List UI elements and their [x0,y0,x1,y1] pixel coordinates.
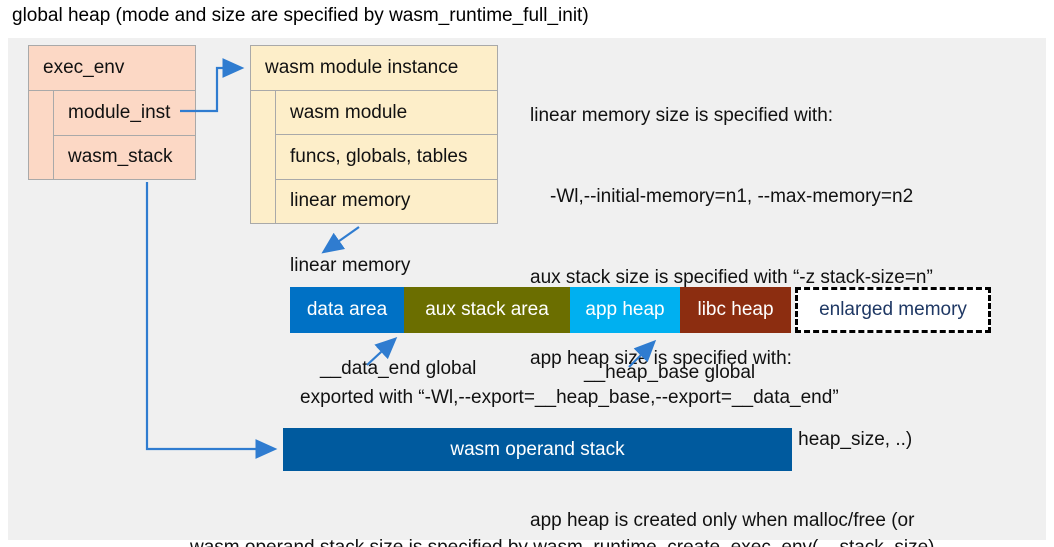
exec-env-indent [29,91,54,179]
wasm-module-instance-box: wasm module instance wasm module funcs, … [250,45,498,224]
note-line: linear memory size is specified with: [530,105,834,126]
wasm-module-instance-indent [251,91,276,223]
segment-data-area: data area [290,287,404,333]
exec-env-box: exec_env module_inst wasm_stack [28,45,196,180]
note-line: aux stack size is specified with “-z sta… [530,267,933,288]
module-row-funcs-globals-tables: funcs, globals, tables [276,135,497,180]
segment-libc-heap: libc heap [680,287,791,333]
exec-env-header: exec_env [29,46,195,91]
wasm-operand-stack-label: wasm operand stack [450,438,625,460]
segment-label: libc heap [697,299,774,320]
note-line: wasm operand stack size is specified by … [190,534,935,547]
segment-aux-stack-area: aux stack area [404,287,570,333]
exported-with-label: exported with “-Wl,--export=__heap_base,… [300,387,839,408]
diagram-title: global heap (mode and size are specified… [12,5,589,26]
wasm-operand-stack-bar: wasm operand stack [283,428,792,471]
module-row-linear-memory: linear memory [290,190,411,212]
segment-label: aux stack area [425,299,549,320]
note-line: app heap is created only when malloc/fre… [530,510,915,531]
enlarged-memory-box: enlarged memory [795,287,991,333]
exec-env-row-module-inst: module_inst [54,91,195,136]
segment-label: app heap [585,299,665,320]
note-line: app heap size is specified with: [530,348,792,369]
linear-memory-bar: data area aux stack area app heap libc h… [290,287,791,333]
segment-app-heap: app heap [570,287,680,333]
enlarged-memory-label: enlarged memory [819,299,967,320]
heap-base-global-label: __heap_base global [584,362,756,383]
note-line: -Wl,--initial-memory=n1, --max-memory=n2 [550,186,914,207]
segment-label: data area [306,299,388,320]
data-end-global-label: __data_end global [320,358,477,379]
linear-memory-label: linear memory [290,255,411,276]
wasm-module-instance-header: wasm module instance [251,46,497,91]
module-row-wasm-module: wasm module [276,91,497,136]
operand-stack-notes: wasm operand stack size is specified by … [190,480,935,547]
exec-env-row-wasm-stack: wasm_stack [68,146,173,168]
